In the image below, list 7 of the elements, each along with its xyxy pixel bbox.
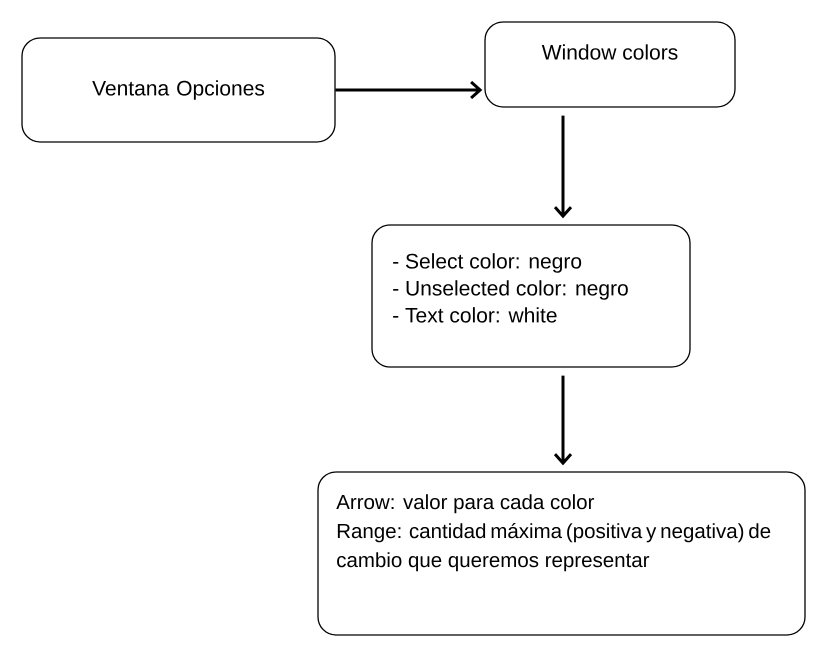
arrow: [554, 116, 572, 218]
process-box: Ventana Opciones: [21, 37, 336, 143]
arrow: [336, 80, 482, 100]
process-box: Arrow: valor para cada color Range: cantidad máxima (positiva y negativa) de cambio que queremos representar: [317, 471, 806, 636]
process-box: Window colors: [484, 21, 736, 108]
arrow: [554, 376, 572, 466]
process-box: - Select color: negro - Unselected color: negro - Text color: white: [371, 224, 691, 368]
